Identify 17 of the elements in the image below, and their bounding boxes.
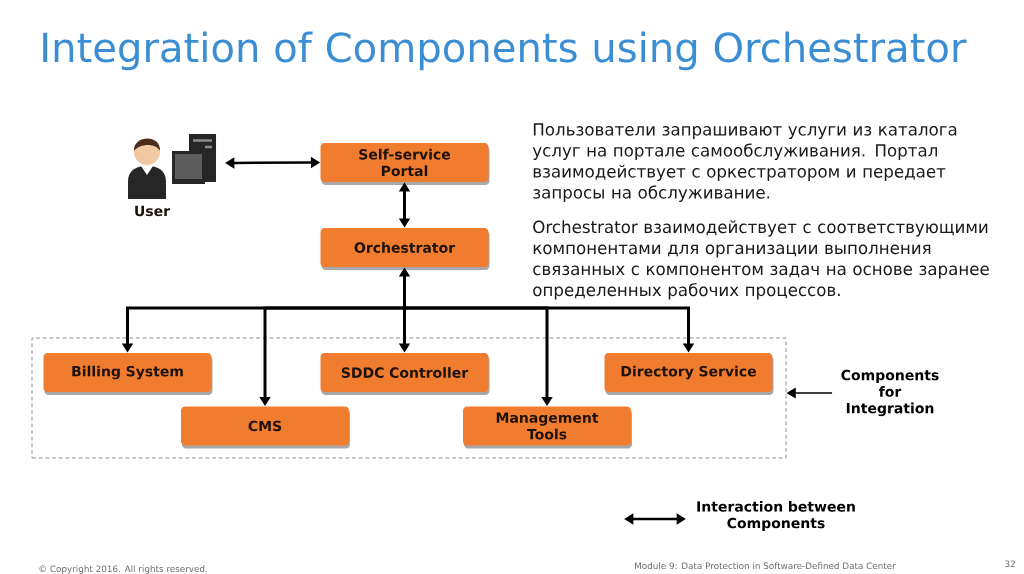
title: Integration of Components using Orchestrator — [43, 31, 967, 71]
process-box: Orchestrator — [320, 228, 490, 270]
description-text: Пользователи запрашивают услуги из каталога услуг на портале самообслуживания. Портал взаимодействует с оркестратором и передает запросы на обслуживание. — [532, 123, 957, 202]
footer-text: Module 9: Data Protection in Software-Defined Data Center — [635, 562, 896, 570]
group-label: Components for Integration — [841, 369, 939, 417]
process-box: Directory Service — [604, 353, 774, 395]
dashed-frame — [31, 337, 787, 459]
process-box: Billing System — [43, 353, 213, 395]
process-box: Self-service Portal — [320, 143, 490, 185]
node-label: User — [135, 205, 170, 217]
process-box: CMS — [181, 406, 350, 449]
legend-label: Interaction between Components — [697, 500, 855, 532]
footer-text: © Copyright 2016. All rights reserved. — [39, 565, 207, 574]
process-box: SDDC Controller — [320, 353, 490, 395]
description-text: Orchestrator взаимодействует с соответствующими компонентами для организации выполнения связанных с компонентом задач на основе заранее определенных рабочих процессов. — [533, 220, 989, 300]
page-number: 32 — [1005, 560, 1015, 568]
process-box: Management Tools — [463, 406, 632, 449]
